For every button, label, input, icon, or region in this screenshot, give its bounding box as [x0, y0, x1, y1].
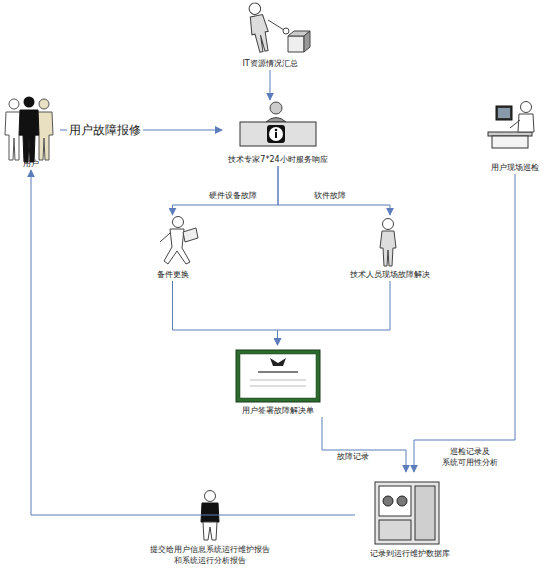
icon-node: IT资源情况汇总	[230, 2, 310, 70]
certificate-paper	[240, 354, 316, 398]
magnifier-handle	[268, 20, 284, 30]
flow-connector	[278, 166, 390, 215]
icon-node: 用户签署故障解决单	[225, 345, 330, 417]
flow-connector	[173, 166, 279, 215]
edge-label: 软件故障	[314, 191, 346, 202]
node-label: 备件更换	[157, 270, 189, 281]
node-label: 用户现场巡检	[491, 163, 539, 174]
edge-label: 故障记录	[337, 452, 369, 463]
info-circle	[269, 127, 283, 141]
tape-panel	[379, 486, 411, 516]
cabinet	[375, 482, 439, 544]
inspector-icon	[246, 1, 310, 53]
icon-node: 用户现场巡检	[480, 100, 550, 174]
runner-arm	[160, 233, 170, 242]
desk-body	[492, 136, 528, 148]
person-head	[521, 102, 532, 113]
info-sign	[267, 125, 285, 143]
tape-reel	[383, 496, 393, 506]
node-label: 记录到运行维护数据库	[370, 549, 450, 560]
certificate-line	[250, 386, 306, 387]
monitor	[496, 106, 512, 120]
reporter-legs	[203, 522, 217, 540]
node-label: 用户	[23, 159, 39, 170]
icon-node: 提交给用户信息系统运行维护报告 和系统运行分析报告	[135, 485, 285, 567]
spare-part-icon	[160, 217, 198, 265]
drive-panel	[379, 520, 411, 540]
icon-node: 备件更换	[140, 215, 205, 281]
user-head	[9, 99, 19, 109]
node-label: 提交给用户信息系统运行维护报告 和系统运行分析报告	[135, 545, 285, 567]
runner-head	[173, 217, 184, 228]
node-label: 用户签署故障解决单	[242, 406, 314, 417]
flow-connector	[31, 170, 355, 515]
inspection-icon	[488, 102, 534, 149]
node-label: IT资源情况汇总	[242, 59, 297, 70]
edge-label: 用户故障报修	[67, 122, 143, 138]
person-figure	[246, 1, 273, 53]
service-desk	[240, 122, 316, 146]
icon-node: 技术人员现场故障解决	[335, 215, 445, 281]
reporter-head	[205, 491, 216, 502]
icon-node: 用户	[2, 95, 60, 170]
technician-icon	[380, 219, 396, 267]
flow-connector	[278, 281, 391, 345]
reporter-torso	[201, 503, 219, 522]
edge-label: 硬件设备故障	[209, 191, 257, 202]
person-body	[518, 114, 534, 132]
technician-figure	[380, 219, 396, 267]
spare-part	[183, 228, 198, 242]
icon-node: 记录到运行维护数据库	[355, 472, 465, 560]
flow-connector	[322, 417, 406, 472]
tape-reel	[397, 496, 407, 506]
user-head	[39, 99, 49, 109]
certificate-emblem	[270, 358, 286, 366]
users-icon	[5, 97, 53, 163]
database-icon	[375, 482, 439, 544]
node-label: 技术人员现场故障解决	[350, 270, 430, 281]
monitor-screen	[498, 108, 510, 118]
certificate-line	[250, 380, 306, 381]
certificate-icon	[236, 350, 320, 402]
expert-desk-icon	[240, 102, 316, 146]
person-arm	[510, 120, 520, 128]
box-side	[304, 31, 310, 52]
expert-head	[270, 102, 282, 114]
magnifier	[283, 28, 289, 34]
icon-node: 技术专家7*24小时服务响应	[222, 100, 334, 166]
certificate-line	[258, 371, 298, 373]
user-head	[24, 97, 35, 108]
side-panel	[415, 486, 435, 540]
info-dot	[275, 129, 278, 132]
user-body	[19, 110, 39, 162]
flow-connector	[173, 281, 278, 345]
desk-top	[488, 132, 532, 136]
flow-connector	[270, 70, 271, 100]
flow-connector	[414, 174, 515, 472]
info-stem	[275, 132, 277, 138]
node-label: 技术专家7*24小时服务响应	[228, 155, 327, 166]
edge-label: 巡检记录及 系统可用性分析	[434, 447, 506, 469]
certificate-frame	[236, 350, 320, 402]
box-front	[288, 36, 304, 52]
expert-shoulders	[266, 118, 286, 123]
